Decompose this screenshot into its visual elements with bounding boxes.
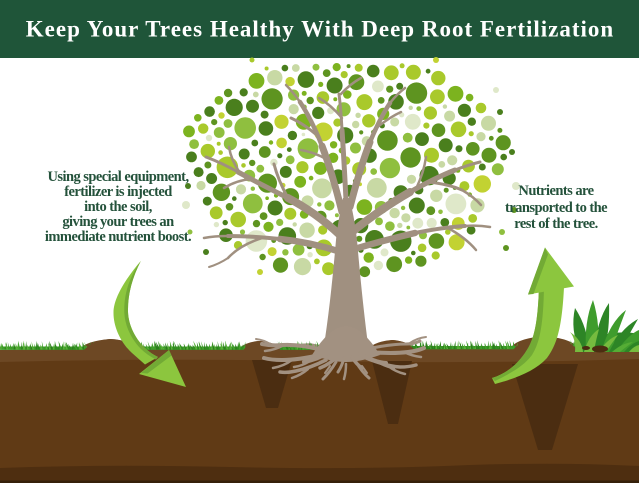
svg-text:Nutrients are: Nutrients are [518,183,594,199]
svg-text:giving your trees an: giving your trees an [62,214,174,230]
svg-text:into the soil,: into the soil, [84,199,153,215]
svg-text:Using special equipment,: Using special equipment, [47,169,189,185]
svg-text:rest of the tree.: rest of the tree. [514,216,598,232]
svg-text:Keep Your Trees Healthy With D: Keep Your Trees Healthy With Deep Root F… [26,17,614,42]
svg-text:fertilizer is injected: fertilizer is injected [64,184,172,200]
svg-text:transported to the: transported to the [505,200,608,216]
svg-text:immediate nutrient boost.: immediate nutrient boost. [45,229,191,245]
